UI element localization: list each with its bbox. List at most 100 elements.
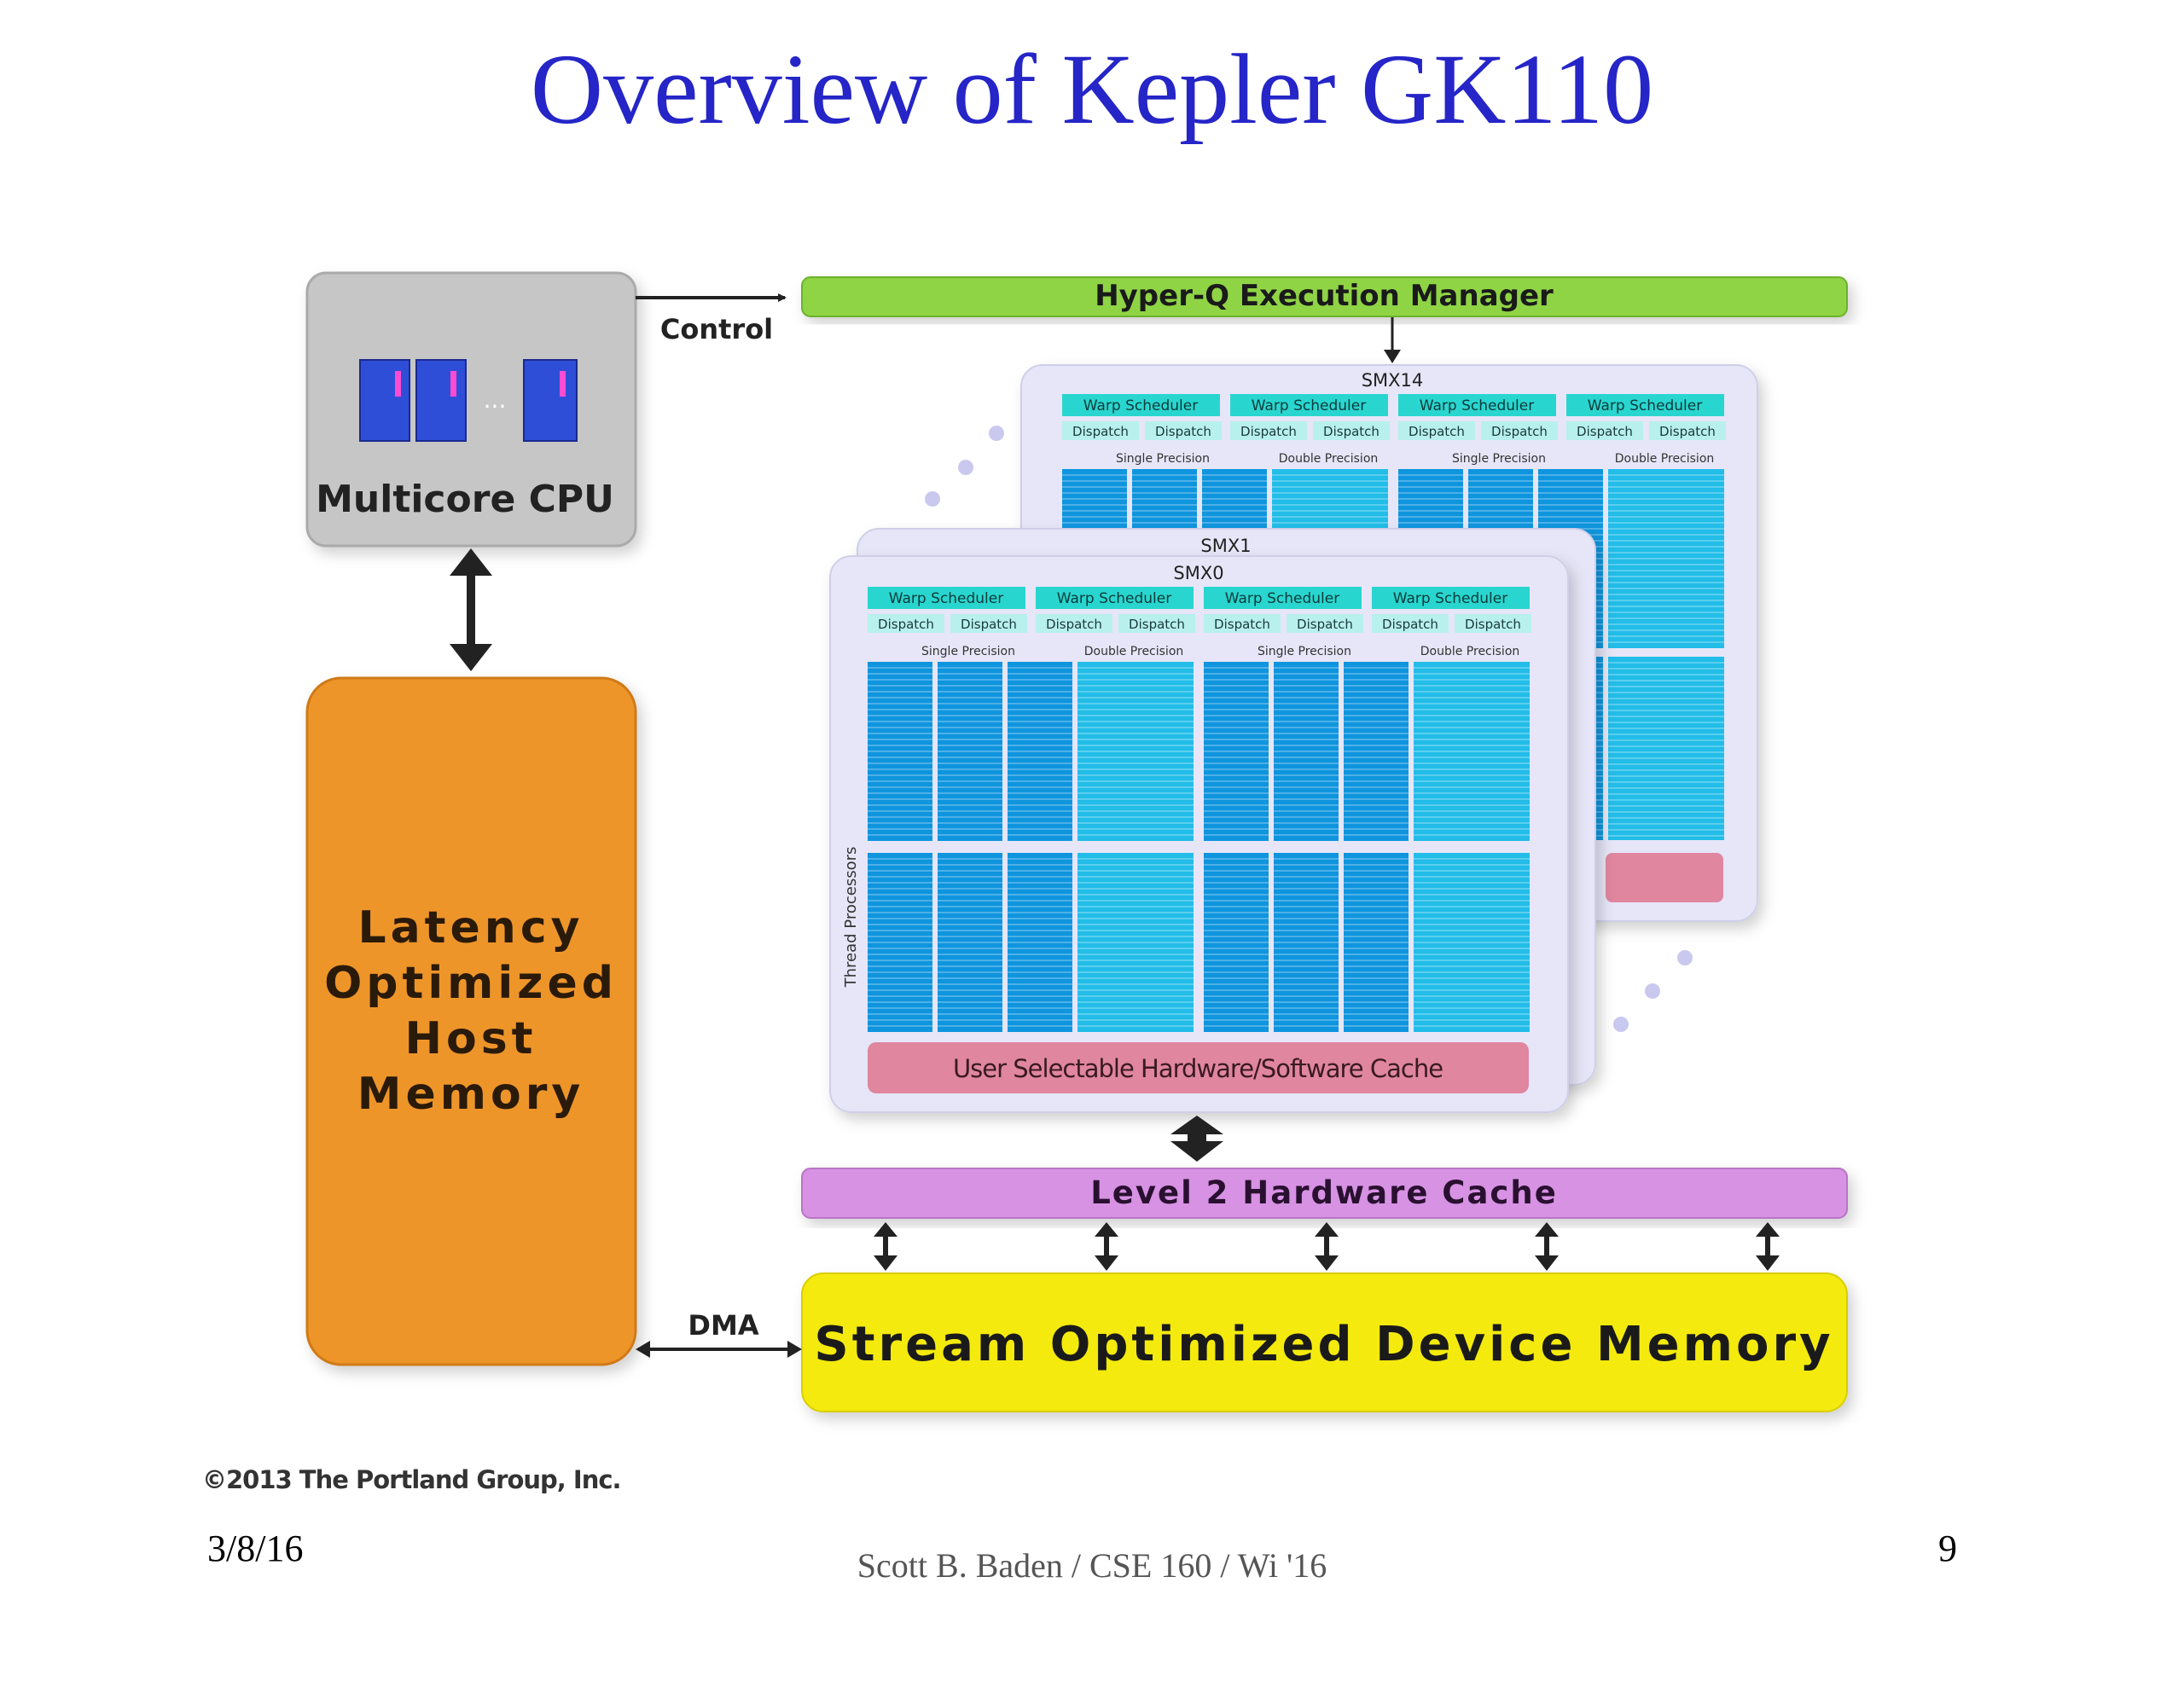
dispatch-unit xyxy=(950,614,1027,633)
single-precision-label: Single Precision xyxy=(921,645,1015,658)
dispatch-label: Dispatch xyxy=(1491,424,1548,439)
single-precision-core-column xyxy=(1274,662,1339,841)
double-precision-core-column xyxy=(1077,662,1194,841)
dispatch-unit xyxy=(1036,614,1112,633)
single-precision-core-column xyxy=(938,662,1002,841)
warp-scheduler xyxy=(1398,394,1556,416)
single-precision-core-column xyxy=(1204,853,1269,1032)
single-precision-core-column xyxy=(1274,853,1339,1032)
dispatch-unit xyxy=(1481,421,1558,440)
dispatch-label: Dispatch xyxy=(1297,617,1353,632)
double-precision-core-column xyxy=(1414,662,1530,841)
footer-page-number: 9 xyxy=(1938,1528,1957,1569)
double-precision-core-column xyxy=(1608,657,1724,840)
device-memory-block: Stream Optimized Device Memory xyxy=(801,1272,1848,1412)
cpu-core-icon xyxy=(523,359,578,442)
dispatch-label: Dispatch xyxy=(1129,617,1185,632)
dispatch-label: Dispatch xyxy=(1659,424,1716,439)
dispatch-unit xyxy=(868,614,944,633)
warp-scheduler xyxy=(1204,587,1362,609)
dispatch-label: Dispatch xyxy=(1409,424,1465,439)
dispatch-unit xyxy=(1287,614,1363,633)
warp-scheduler xyxy=(1372,587,1530,609)
warp-scheduler xyxy=(1566,394,1724,416)
l2-cache-label: Level 2 Hardware Cache xyxy=(1090,1174,1558,1211)
dispatch-label: Dispatch xyxy=(1046,617,1102,632)
dispatch-label: Dispatch xyxy=(1072,424,1129,439)
single-precision-core-column xyxy=(1204,662,1269,841)
dma-label: DMA xyxy=(688,1309,758,1342)
dispatch-unit xyxy=(1145,421,1222,440)
level2-cache: Level 2 Hardware Cache xyxy=(801,1168,1848,1219)
warp-scheduler-label: Warp Scheduler xyxy=(1083,397,1198,415)
warp-scheduler-label: Warp Scheduler xyxy=(1057,590,1171,607)
dispatch-unit xyxy=(1372,614,1449,633)
device-memory-label: Stream Optimized Device Memory xyxy=(814,1317,1833,1372)
single-precision-core-column xyxy=(1344,662,1409,841)
warp-scheduler-label: Warp Scheduler xyxy=(1225,590,1339,607)
hyperq-down-arrow xyxy=(1384,317,1401,363)
single-precision-core-column xyxy=(1008,853,1072,1032)
dispatch-unit xyxy=(1062,421,1139,440)
cpu-ellipsis: ... xyxy=(484,386,507,414)
single-precision-label: Single Precision xyxy=(1452,452,1546,466)
single-precision-label: Single Precision xyxy=(1258,645,1351,658)
dispatch-label: Dispatch xyxy=(1323,424,1380,439)
hyperq-label: Hyper-Q Execution Manager xyxy=(1095,279,1554,313)
cpu-core-icon xyxy=(415,359,467,442)
single-precision-label: Single Precision xyxy=(1116,452,1210,466)
l2-device-arrow xyxy=(1095,1222,1118,1271)
single-precision-core-column xyxy=(1008,662,1072,841)
warp-scheduler-label: Warp Scheduler xyxy=(1420,397,1534,415)
single-precision-core-column xyxy=(938,853,1002,1032)
copyright-notice: ©2013 The Portland Group, Inc. xyxy=(202,1465,622,1494)
thread-processors-label: Thread Processors xyxy=(842,847,860,988)
slide-title: Overview of Kepler GK110 xyxy=(530,33,1654,145)
warp-scheduler xyxy=(1062,394,1220,416)
double-precision-label: Double Precision xyxy=(1279,452,1379,466)
control-label: Control xyxy=(660,313,773,345)
double-precision-label: Double Precision xyxy=(1615,452,1715,466)
dispatch-unit xyxy=(1230,421,1307,440)
double-precision-core-column xyxy=(1077,853,1194,1032)
l2-device-arrow xyxy=(1756,1222,1780,1271)
single-precision-core-column xyxy=(1344,853,1409,1032)
smx0-label: SMX0 xyxy=(1173,563,1223,583)
cpu-host-arrow xyxy=(450,548,492,671)
footer-author: Scott B. Baden / CSE 160 / Wi '16 xyxy=(857,1546,1327,1585)
dispatch-label: Dispatch xyxy=(1465,617,1521,632)
stack-dots-upper xyxy=(925,426,1004,507)
dispatch-label: Dispatch xyxy=(1382,617,1438,632)
dispatch-label: Dispatch xyxy=(1214,617,1270,632)
dispatch-label: Dispatch xyxy=(1577,424,1633,439)
dispatch-unit xyxy=(1118,614,1195,633)
host-memory-line: Host xyxy=(404,1013,537,1064)
single-precision-core-column xyxy=(868,662,932,841)
double-precision-label: Double Precision xyxy=(1084,645,1184,658)
hyperq-execution-manager: Hyper-Q Execution Manager xyxy=(801,276,1848,317)
dispatch-label: Dispatch xyxy=(961,617,1017,632)
host-memory-line: Latency xyxy=(357,902,584,954)
dispatch-label: Dispatch xyxy=(878,617,934,632)
warp-scheduler-label: Warp Scheduler xyxy=(889,590,1003,607)
dispatch-unit xyxy=(1455,614,1531,633)
smx14-label: SMX14 xyxy=(1362,370,1424,391)
dma-arrow xyxy=(636,1341,802,1358)
smx-l2-arrow xyxy=(1170,1116,1223,1162)
l2-device-arrow xyxy=(874,1222,897,1271)
warp-scheduler xyxy=(1036,587,1194,609)
cpu-label: Multicore CPU xyxy=(316,478,614,521)
dispatch-unit xyxy=(1204,614,1281,633)
smx1-label: SMX1 xyxy=(1200,536,1251,556)
smx14-cache-visible xyxy=(1606,853,1723,902)
dispatch-unit xyxy=(1649,421,1726,440)
smx0-cache: User Selectable Hardware/Software Cache xyxy=(868,1042,1529,1093)
dispatch-label: Dispatch xyxy=(1240,424,1297,439)
warp-scheduler-label: Warp Scheduler xyxy=(1588,397,1702,415)
dispatch-unit xyxy=(1566,421,1643,440)
cache-label: User Selectable Hardware/Software Cache xyxy=(953,1054,1443,1083)
host-memory-line: Memory xyxy=(357,1069,584,1120)
double-precision-core-column xyxy=(1414,853,1530,1032)
multicore-cpu-block: ... Multicore CPU xyxy=(305,271,637,548)
